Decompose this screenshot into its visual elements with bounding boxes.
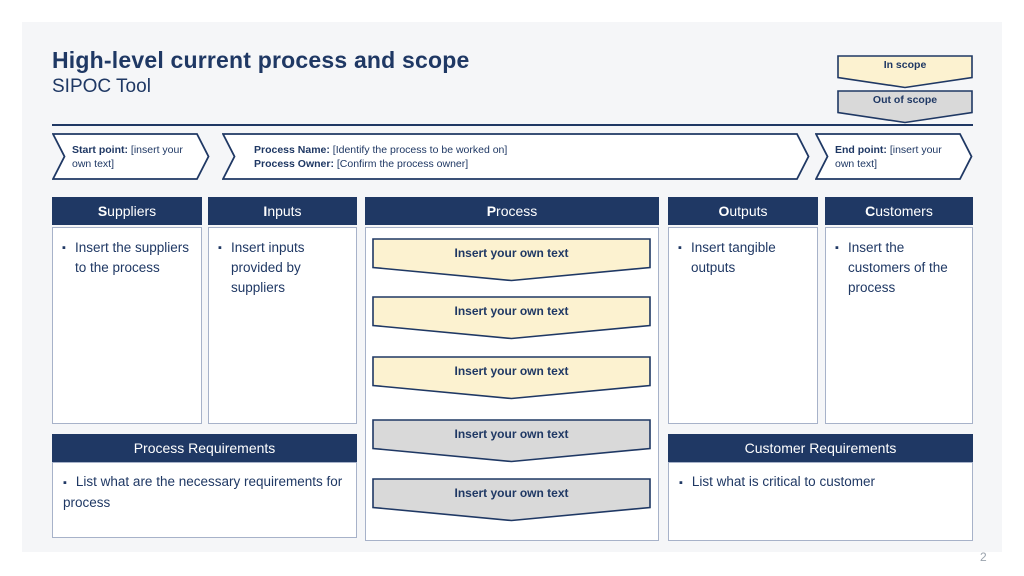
header-rest: rocess xyxy=(496,203,538,219)
header-initial: C xyxy=(865,203,876,219)
customers-bullet: Insert the customers of the process xyxy=(834,238,964,298)
process-step-label: Insert your own text xyxy=(454,246,569,260)
page-subtitle: SIPOC Tool xyxy=(52,76,151,97)
page-number: 2 xyxy=(980,550,987,564)
chevron-right-icon xyxy=(222,133,810,180)
chevron-down-icon xyxy=(372,296,651,340)
band-start-arrow: Start point: [insert your own text] xyxy=(52,133,210,180)
process-requirements-header: Process Requirements xyxy=(52,434,357,462)
process-step-3: Insert your own text xyxy=(372,356,651,400)
column-body-customers: Insert the customers of the process xyxy=(825,227,973,424)
band-end-arrow: End point: [insert your own text] xyxy=(815,133,973,180)
process-requirements-body: List what are the necessary requirements… xyxy=(52,462,357,538)
out-of-scope-chevron-icon xyxy=(837,90,973,124)
in-scope-chevron-icon xyxy=(837,55,973,89)
start-point-value: [insert your own text] xyxy=(72,143,183,170)
chevron-right-icon xyxy=(815,133,973,180)
start-point-label: Start point: xyxy=(72,143,128,156)
header-rest: utputs xyxy=(729,203,768,219)
header-rest: uppliers xyxy=(107,203,157,219)
out-of-scope-label: Out of scope xyxy=(872,94,938,106)
process-step-1: Insert your own text xyxy=(372,238,651,282)
process-step-2: Insert your own text xyxy=(372,296,651,340)
chevron-down-icon xyxy=(372,478,651,522)
outputs-bullet: Insert tangible outputs xyxy=(677,238,809,278)
chevron-down-icon xyxy=(372,419,651,463)
process-owner-value: [Confirm the process owner] xyxy=(336,157,469,170)
band-end-text: End point: [insert your own text] xyxy=(835,133,957,180)
process-owner-label: Process Owner: xyxy=(254,157,334,170)
process-name-value: [Identify the process to be worked on] xyxy=(332,143,508,156)
process-step-label: Insert your own text xyxy=(454,427,569,441)
inputs-bullet: Insert inputs provided by suppliers xyxy=(217,238,348,298)
process-step-5: Insert your own text xyxy=(372,478,651,522)
header-initial: I xyxy=(263,203,268,219)
column-body-outputs: Insert tangible outputs xyxy=(668,227,818,424)
chevron-down-icon xyxy=(372,356,651,400)
process-name-label: Process Name: xyxy=(254,143,330,156)
customer-requirements-bullet: List what is critical to customer xyxy=(679,472,962,493)
end-point-label: End point: xyxy=(835,143,887,156)
column-body-process: Insert your own text Insert your own tex… xyxy=(365,227,659,541)
header-initial: S xyxy=(97,203,108,219)
header-rest: nputs xyxy=(267,203,302,219)
process-step-label: Insert your own text xyxy=(454,486,569,500)
chevron-down-icon xyxy=(372,238,651,282)
process-step-label: Insert your own text xyxy=(454,304,569,318)
column-body-inputs: Insert inputs provided by suppliers xyxy=(208,227,357,424)
customer-requirements-body: List what is critical to customer xyxy=(668,462,973,541)
title-block: High-level current process and scope SIP… xyxy=(52,46,470,99)
customer-requirements-header: Customer Requirements xyxy=(668,434,973,462)
slide: High-level current process and scope SIP… xyxy=(22,22,1002,552)
process-step-label: Insert your own text xyxy=(454,364,569,378)
column-body-suppliers: Insert the suppliers to the process xyxy=(52,227,202,424)
process-step-4: Insert your own text xyxy=(372,419,651,463)
chevron-right-icon xyxy=(52,133,210,180)
end-point-value: [insert your own text] xyxy=(835,143,942,170)
header-initial: P xyxy=(486,203,497,219)
legend-in-scope: In scope xyxy=(837,55,973,89)
in-scope-label: In scope xyxy=(883,59,927,71)
band-process-text: Process Name: [Identify the process to b… xyxy=(254,133,794,180)
header-initial: O xyxy=(718,203,730,219)
process-requirements-bullet: List what are the necessary requirements… xyxy=(63,472,346,513)
suppliers-bullet: Insert the suppliers to the process xyxy=(61,238,193,278)
page-title: High-level current process and scope xyxy=(52,47,470,73)
band-start-text: Start point: [insert your own text] xyxy=(72,133,198,180)
band-process-arrow: Process Name: [Identify the process to b… xyxy=(222,133,810,180)
legend-out-of-scope: Out of scope xyxy=(837,90,973,124)
header-divider-line xyxy=(52,124,973,126)
header-rest: ustomers xyxy=(875,203,933,219)
